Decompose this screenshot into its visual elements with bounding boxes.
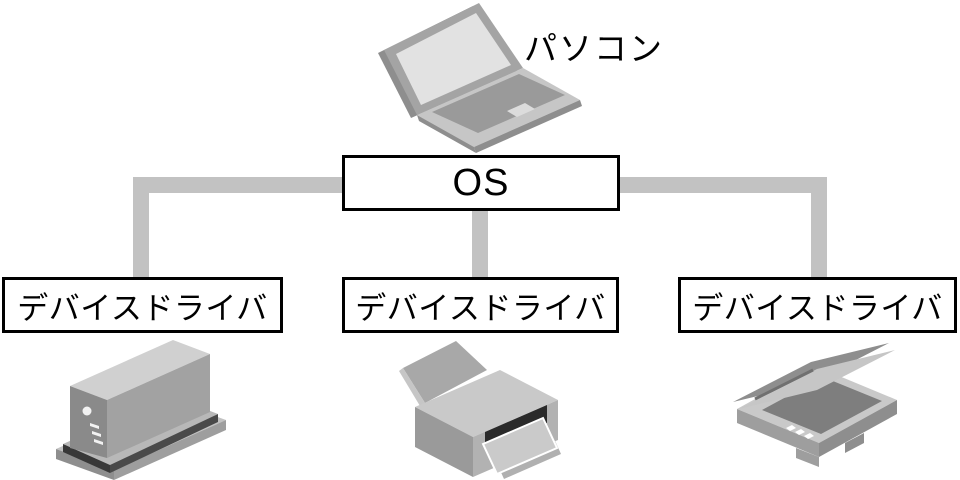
pc-label: パソコン <box>524 30 664 67</box>
driver-label-3: デバイスドライバ <box>692 290 943 326</box>
os-box: OS <box>342 155 620 211</box>
connector-middle-vertical <box>472 208 488 277</box>
scanner-icon <box>733 343 897 467</box>
driver-box-2: デバイスドライバ <box>342 277 619 333</box>
driver-label-1: デバイスドライバ <box>17 290 268 326</box>
connector-left-vertical <box>133 177 149 277</box>
connector-right-vertical <box>811 177 827 277</box>
driver-box-3: デバイスドライバ <box>678 277 957 333</box>
desktop-tower-icon <box>56 340 226 480</box>
connector-left-horizontal <box>133 177 342 193</box>
os-label: OS <box>452 161 510 204</box>
laptop-icon <box>378 3 582 153</box>
driver-box-1: デバイスドライバ <box>2 277 283 333</box>
printer-icon <box>399 341 561 479</box>
driver-label-2: デバイスドライバ <box>355 290 606 326</box>
connector-right-horizontal <box>620 177 827 193</box>
